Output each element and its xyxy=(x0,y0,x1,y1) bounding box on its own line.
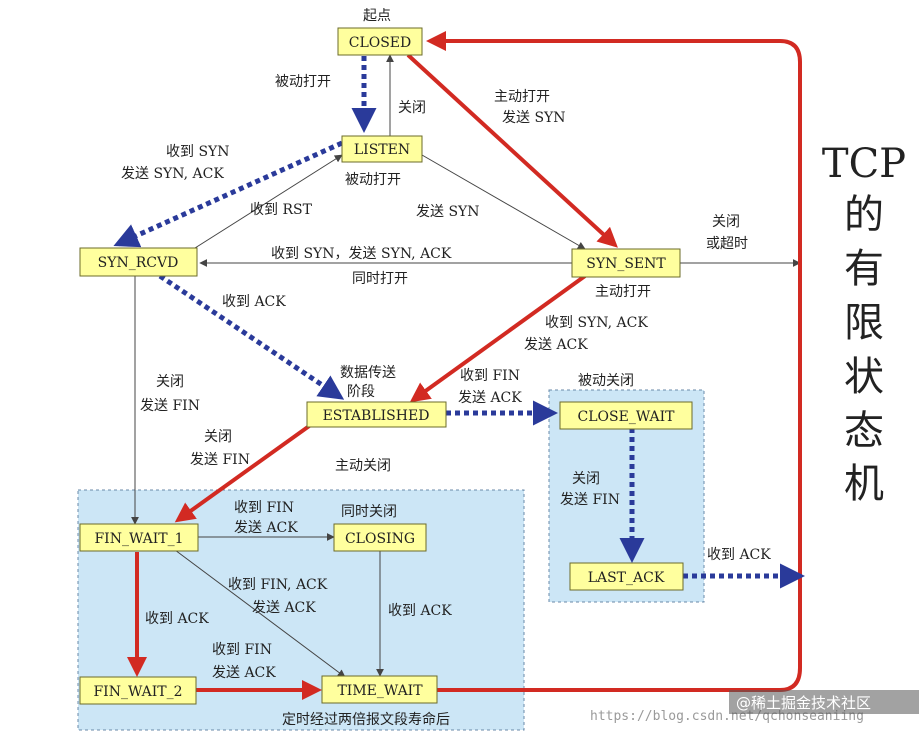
label-fw2-fin-2: 发送 ACK xyxy=(212,665,276,681)
state-syn-sent: SYN_SENT xyxy=(586,256,666,272)
label-recv-syn-2: 发送 SYN, ACK xyxy=(121,166,224,182)
state-syn-rcvd: SYN_RCVD xyxy=(98,255,179,271)
title-char-2: 有 xyxy=(844,246,884,292)
label-send-syn: 发送 SYN xyxy=(416,204,480,220)
label-close-fin-a-2: 发送 FIN xyxy=(140,398,200,414)
title-char-3: 限 xyxy=(844,300,884,346)
title-char-5: 态 xyxy=(844,408,884,454)
title-char-6: 机 xyxy=(844,461,884,507)
label-recv-fin-2: 发送 ACK xyxy=(458,390,522,406)
label-close-timeout-2: 或超时 xyxy=(706,236,748,252)
label-active-close: 主动关闭 xyxy=(335,458,391,474)
title-char-4: 状 xyxy=(844,354,884,400)
label-finack-1: 收到 FIN, ACK xyxy=(228,577,328,593)
label-active-open-2: 发送 SYN xyxy=(502,110,566,126)
state-time-wait: TIME_WAIT xyxy=(337,683,423,699)
edge-established-fin-wait-1 xyxy=(174,422,314,523)
label-recv-ack-3: 收到 ACK xyxy=(388,603,452,619)
label-close-fin-b-2: 发送 FIN xyxy=(190,452,250,468)
edge-syn-sent-established xyxy=(409,274,587,403)
state-fin-wait-2-box xyxy=(79,676,197,705)
label-timeout: 定时经过两倍报文段寿命后 xyxy=(282,711,450,728)
label-recv-rst: 收到 RST xyxy=(250,202,313,218)
edge-fw1-time-wait xyxy=(174,549,346,678)
label-active-open-3: 主动打开 xyxy=(595,283,651,300)
label-data-transfer-1: 数据传送 xyxy=(340,365,396,381)
label-fw1-fin-2: 发送 ACK xyxy=(234,520,298,536)
label-fw1-fin-1: 收到 FIN xyxy=(234,500,294,516)
title-char-0: TCP xyxy=(822,141,906,187)
label-passive-close: 被动关闭 xyxy=(578,373,634,389)
watermark-brand-bg xyxy=(729,690,919,714)
label-close-timeout-1: 关闭 xyxy=(712,214,740,230)
state-fin-wait-2: FIN_WAIT_2 xyxy=(93,684,182,700)
state-fin-wait-1-box xyxy=(79,523,199,552)
state-syn-rcvd-box xyxy=(79,247,198,277)
state-established: ESTABLISHED xyxy=(323,408,430,424)
label-data-transfer-2: 阶段 xyxy=(347,384,375,400)
label-finack-2: 发送 ACK xyxy=(252,600,316,616)
label-close: 关闭 xyxy=(398,100,426,116)
state-listen: LISTEN xyxy=(354,142,410,158)
state-close-wait-box xyxy=(559,401,693,430)
label-simul-close: 同时关闭 xyxy=(341,504,397,520)
state-close-wait: CLOSE_WAIT xyxy=(578,409,676,425)
state-closed-box xyxy=(337,27,423,56)
label-active-open-1: 主动打开 xyxy=(494,88,550,105)
state-time-wait-box xyxy=(321,675,438,704)
watermark-brand: @稀土掘金技术社区 xyxy=(736,694,871,712)
label-recv-ack-1: 收到 ACK xyxy=(222,294,286,310)
label-close-fin-b-1: 关闭 xyxy=(204,429,232,445)
label-recv-synack-1: 收到 SYN, ACK xyxy=(545,315,648,331)
label-passive-open: 被动打开 xyxy=(275,73,331,90)
edge-time-wait-closed xyxy=(426,31,802,692)
state-listen-box xyxy=(341,135,423,163)
state-closing: CLOSING xyxy=(345,531,415,547)
state-established-box xyxy=(306,401,447,428)
label-passive-open-2: 被动打开 xyxy=(345,171,401,188)
edge-listen-syn-rcvd xyxy=(113,140,344,248)
origin-label: 起点 xyxy=(363,8,391,24)
state-last-ack-box xyxy=(569,562,684,591)
state-closing-box xyxy=(333,523,427,552)
label-close-fin-c-1: 关闭 xyxy=(572,471,600,487)
label-fw2-fin-1: 收到 FIN xyxy=(212,642,272,658)
label-simul-open-1: 收到 SYN，发送 SYN, ACK xyxy=(271,246,452,262)
label-simul-open-2: 同时打开 xyxy=(352,270,408,287)
label-recv-syn-1: 收到 SYN xyxy=(166,144,230,160)
title-char-1: 的 xyxy=(844,192,884,238)
edge-syn-rcvd-listen xyxy=(194,154,343,249)
label-recv-ack-4: 收到 ACK xyxy=(707,547,771,563)
state-syn-sent-box xyxy=(571,248,681,278)
state-last-ack: LAST_ACK xyxy=(588,570,665,586)
label-close-fin-a-1: 关闭 xyxy=(156,374,184,390)
state-closed: CLOSED xyxy=(349,35,412,51)
label-close-fin-c-2: 发送 FIN xyxy=(560,492,620,508)
edge-closed-syn-sent xyxy=(406,53,618,248)
label-recv-synack-2: 发送 ACK xyxy=(524,337,588,353)
edge-listen-syn-sent xyxy=(421,154,586,250)
state-fin-wait-1: FIN_WAIT_1 xyxy=(94,531,183,547)
label-recv-ack-2: 收到 ACK xyxy=(145,611,209,627)
label-recv-fin-1: 收到 FIN xyxy=(460,368,520,384)
edge-syn-rcvd-established xyxy=(158,273,345,400)
